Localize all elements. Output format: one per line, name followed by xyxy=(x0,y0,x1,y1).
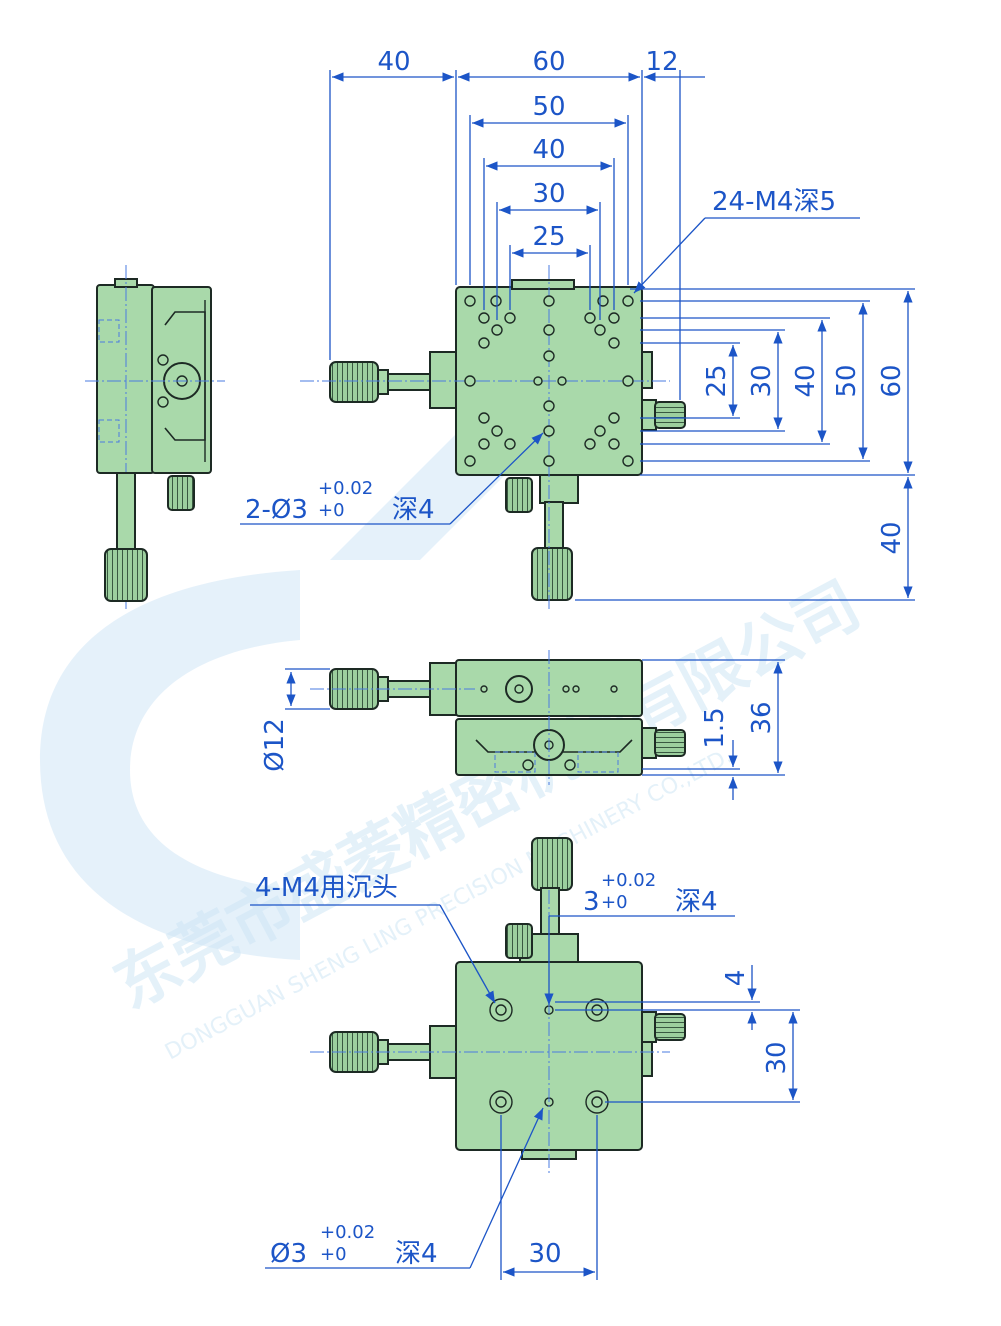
dim-right-40: 40 xyxy=(791,364,821,397)
callout-pin-tol-lower: +0 xyxy=(318,500,345,521)
dim-bottom-30: 30 xyxy=(528,1239,561,1269)
side-lock-knob xyxy=(167,475,195,511)
dim-right-lower-40: 40 xyxy=(877,521,907,554)
callout-pin-depth: 深4 xyxy=(392,495,435,525)
bottom-view: 4-M4用沉头 3 +0.02 +0 深4 Ø3 +0.02 +0 深4 4 3… xyxy=(250,837,800,1280)
callout-pin-b-tol-upper: +0.02 xyxy=(320,1222,375,1243)
dim-nested-30: 30 xyxy=(532,179,565,209)
callout-pin-a-tol-lower: +0 xyxy=(601,892,628,913)
dim-right-30: 30 xyxy=(747,364,777,397)
watermark-logo-s xyxy=(40,570,300,960)
side-view xyxy=(85,265,225,612)
dim-height-36: 36 xyxy=(747,701,777,734)
dim-small-4: 4 xyxy=(721,970,751,987)
callout-24-m4: 24-M4深5 xyxy=(712,187,836,217)
dim-right-60: 60 xyxy=(877,364,907,397)
front-view: Ø12 36 1.5 xyxy=(260,650,785,800)
bottom-screw-shaft xyxy=(544,501,564,551)
dim-nested-25: 25 xyxy=(532,222,565,252)
dim-top-60: 60 xyxy=(532,47,565,77)
dim-diameter-12: Ø12 xyxy=(260,718,290,772)
bottom-mount-block xyxy=(539,474,579,504)
callout-pin-a-depth: 深4 xyxy=(675,887,718,917)
callout-pin-a-prefix: 3 xyxy=(583,887,600,917)
dim-top-40: 40 xyxy=(377,47,410,77)
callout-pin-b-tol-lower: +0 xyxy=(320,1244,347,1265)
callout-pin-prefix: 2-Ø3 xyxy=(245,495,308,525)
dim-gap-1-5: 1.5 xyxy=(700,707,730,748)
dim-right-25: 25 xyxy=(702,364,732,397)
dim-nested-40: 40 xyxy=(532,135,565,165)
side-screw-shaft xyxy=(116,472,136,552)
bottom-knob xyxy=(531,547,573,601)
left-screw-shaft xyxy=(387,373,433,391)
top-view: 40 60 12 50 40 30 25 24-M4深5 2-Ø3 +0.02 … xyxy=(240,47,915,610)
right-lock-body xyxy=(641,399,657,431)
side-knob xyxy=(104,548,148,602)
callout-4-m4: 4-M4用沉头 xyxy=(255,873,398,903)
right-side-tab xyxy=(641,351,653,389)
callout-pin-a-tol-upper: +0.02 xyxy=(601,870,656,891)
top-stage-clip xyxy=(511,279,575,290)
left-mount-block xyxy=(429,351,459,409)
left-knob-collar xyxy=(377,369,389,395)
callout-pin-tol-upper: +0.02 xyxy=(318,478,373,499)
callout-pin-b-prefix: Ø3 xyxy=(270,1239,307,1269)
dim-vertical-30: 30 xyxy=(762,1041,792,1074)
bottom-view-top-knob xyxy=(531,837,573,891)
lock-knob xyxy=(505,477,533,513)
left-knob xyxy=(329,361,379,403)
callout-pin-b-depth: 深4 xyxy=(395,1239,438,1269)
right-lock-knob xyxy=(654,401,686,429)
dim-top-12: 12 xyxy=(645,47,678,77)
dim-nested-50: 50 xyxy=(532,92,565,122)
dim-right-50: 50 xyxy=(832,364,862,397)
